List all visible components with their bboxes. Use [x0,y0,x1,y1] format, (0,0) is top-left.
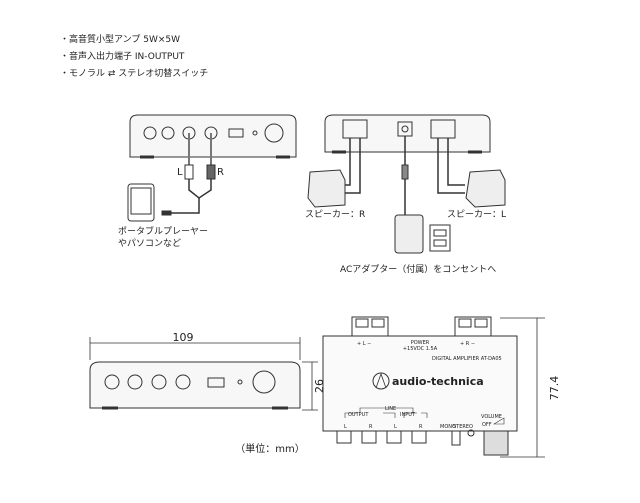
amp-top-view [322,316,545,458]
stereo-label: STEREO [453,424,473,430]
terminal-r-label: + R − [460,341,475,347]
amp-front-view [89,337,318,411]
amp-front-input-diagram [127,114,297,222]
width-dimension: 109 [173,331,194,344]
input-l-label: L [394,424,397,430]
output-r-label: R [369,424,373,430]
input-label: INPUT [400,412,416,418]
output-l-label: L [344,424,347,430]
feature-switch: ・モノラル ⇄ ステレオ切替スイッチ [60,69,209,79]
unit-label: （単位：mm） [235,442,304,455]
speaker-l-label: スピーカー：L [447,209,506,220]
label-l: L [177,167,183,178]
mono-label: MONO [440,424,456,430]
adapter-label: ACアダプター（付属）をコンセントへ [340,263,496,275]
amp-rear-output-diagram [307,114,506,254]
terminal-l-label: + L − [357,341,371,347]
input-r-label: R [419,424,423,430]
feature-power: ・高音質小型アンプ 5W×5W [60,35,181,45]
output-label: OUTPUT [348,412,369,418]
source-label-2: やパソコンなど [118,238,181,249]
depth-dimension: 77.4 [548,376,561,401]
volume-label: VOLUME [481,414,502,420]
brand-logo: audio-technica [392,375,484,388]
feature-io: ・音声入出力端子 IN-OUTPUT [60,52,185,62]
model-label: DIGITAL AMPLIFIER AT-DA05 [432,356,502,362]
source-label-1: ポータブルプレーヤー [118,225,208,237]
line-label: LINE [385,406,396,412]
power-label: POWER [411,340,430,346]
off-label: OFF [482,422,492,428]
speaker-r-label: スピーカー：R [305,209,365,220]
label-r: R [217,167,224,178]
power-spec-label: +15VDC 1.5A [403,346,438,352]
